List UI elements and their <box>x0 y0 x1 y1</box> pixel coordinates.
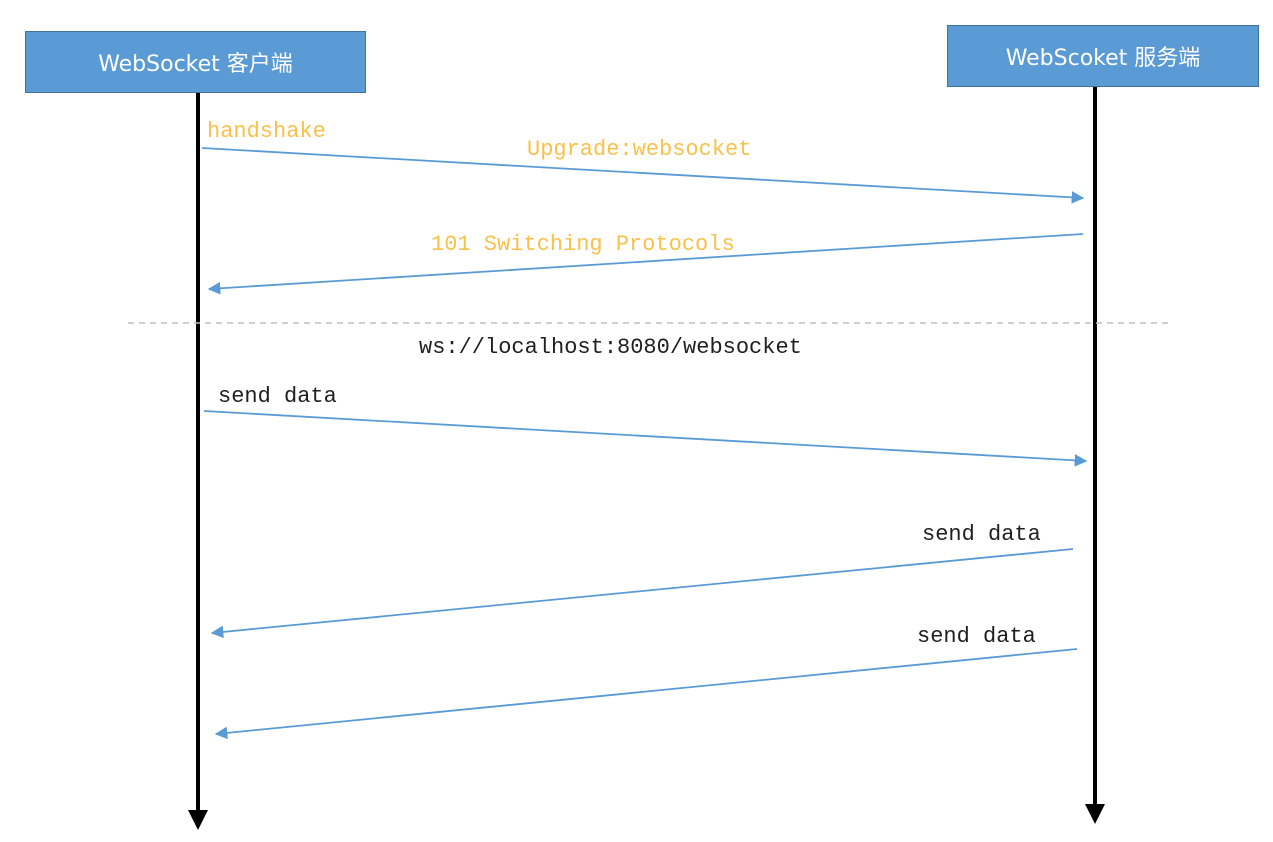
switching-protocols-label: 101 Switching Protocols <box>431 232 735 257</box>
handshake-label: handshake <box>207 119 326 144</box>
handshake-arrow <box>201 147 1085 204</box>
send-data-arrow-1 <box>203 410 1088 467</box>
send-data-label-1: send data <box>218 384 337 409</box>
client-actor-box: WebSocket 客户端 <box>25 31 366 93</box>
send-data-arrow-3 <box>214 648 1078 740</box>
send-data-label-3: send data <box>917 624 1036 649</box>
client-actor-label: WebSocket 客户端 <box>98 52 293 77</box>
upgrade-label: Upgrade:websocket <box>527 137 751 162</box>
server-actor-box: WebScoket 服务端 <box>947 25 1259 87</box>
send-data-arrow-2 <box>210 548 1074 639</box>
switching-protocols-arrow <box>207 233 1084 295</box>
server-actor-label: WebScoket 服务端 <box>1005 46 1201 71</box>
divider-label: ws://localhost:8080/websocket <box>419 335 802 360</box>
send-data-label-2: send data <box>922 522 1041 547</box>
